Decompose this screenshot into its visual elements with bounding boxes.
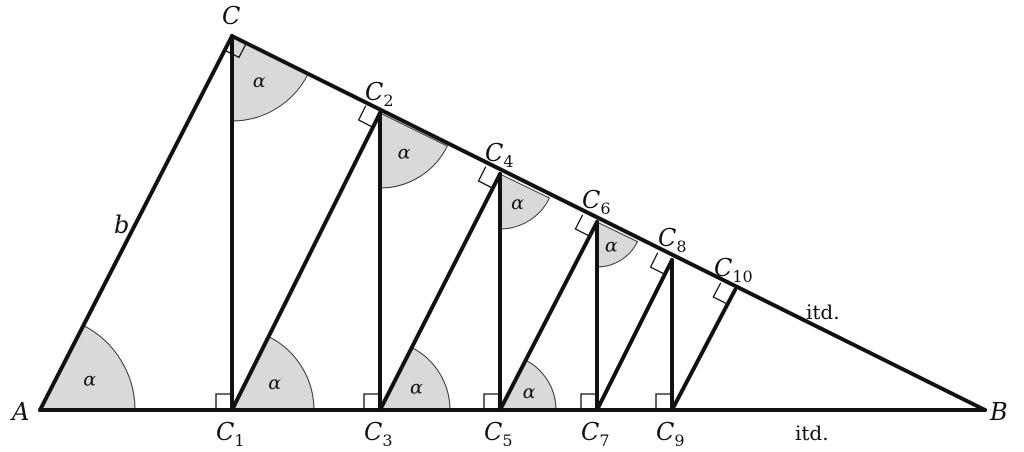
label-A: A <box>10 398 29 426</box>
alpha-label-C5: α <box>523 381 536 403</box>
alpha-label-C1: α <box>268 372 281 394</box>
angle-arc-C4 <box>499 173 551 230</box>
alpha-label-C3: α <box>410 376 423 398</box>
right-angle-marks <box>215 42 728 410</box>
label-C3: C3 <box>364 418 393 450</box>
alpha-label-C2: α <box>398 141 411 163</box>
right-angle-mark-C10 <box>712 282 728 305</box>
segment-C9-C10 <box>670 288 737 412</box>
label-C4: C4 <box>485 139 514 171</box>
angle-arc-C <box>231 35 309 122</box>
label-C7: C7 <box>581 418 610 450</box>
itd-label-hypotenuse: itd. <box>806 300 840 324</box>
label-C1: C1 <box>216 418 245 450</box>
right-angle-mark-C5 <box>483 393 500 410</box>
label-C: C <box>222 2 240 30</box>
angle-arc-A <box>39 324 136 411</box>
right-angle-mark-C <box>224 42 247 59</box>
angle-arc-C3 <box>379 346 451 411</box>
label-C8: C8 <box>658 224 687 256</box>
segment-C5-C6 <box>498 220 599 412</box>
angle-arc-C2 <box>379 112 448 189</box>
angle-arc-C5 <box>499 359 557 411</box>
label-C9: C9 <box>656 418 685 450</box>
segment-C7-C8 <box>595 258 674 412</box>
angle-arc-C1 <box>231 335 315 411</box>
segment-C1-C2 <box>230 111 382 412</box>
right-angle-mark-C4 <box>477 166 494 189</box>
alpha-label-C6: α <box>605 235 618 257</box>
label-C5: C5 <box>484 418 513 450</box>
segment-C3-C4 <box>378 172 502 412</box>
right-angle-mark-C8 <box>649 252 666 275</box>
segment-A-C <box>38 34 234 412</box>
label-C10: C10 <box>714 254 753 286</box>
label-B: B <box>989 398 1008 426</box>
alpha-label-C: α <box>253 70 266 92</box>
alpha-label-A: α <box>83 368 96 390</box>
side-label-b: b <box>114 211 129 239</box>
segments <box>38 34 987 412</box>
right-angle-mark-C2 <box>357 105 374 128</box>
right-angle-mark-C6 <box>574 214 590 237</box>
itd-label-base: itd. <box>795 421 829 445</box>
angle-arcs <box>39 35 639 411</box>
right-angle-mark-C1 <box>215 393 232 410</box>
right-angle-mark-C7 <box>580 393 597 410</box>
right-angle-mark-C9 <box>655 393 672 410</box>
label-C6: C6 <box>582 186 611 218</box>
segment-C-B <box>230 34 987 412</box>
alpha-label-C4: α <box>511 192 524 214</box>
right-angle-mark-C3 <box>363 393 380 410</box>
label-C2: C2 <box>365 78 394 110</box>
